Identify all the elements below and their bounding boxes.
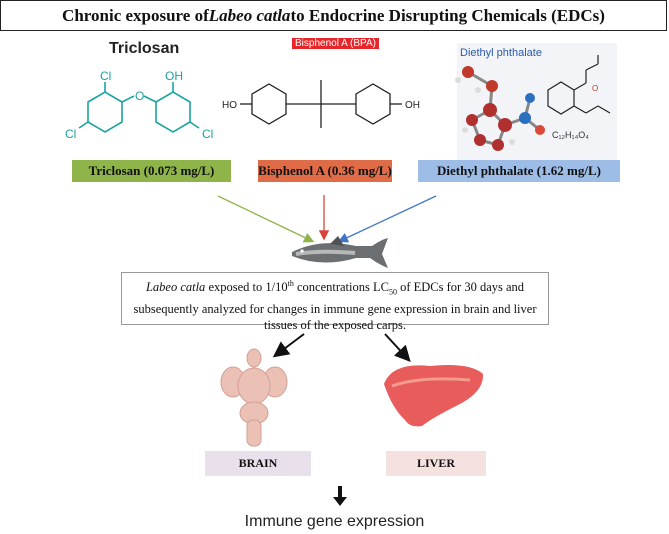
- arrow-to-expression: [333, 486, 347, 506]
- description-part2: concentrations LC: [293, 280, 389, 295]
- diethyl-phthalate-concentration-badge: Diethyl phthalate (1.62 mg/L): [418, 160, 620, 182]
- triclosan-atom-oh: OH: [165, 69, 183, 83]
- diethyl-phthalate-formula: C₁₂H₁₄O₄: [552, 130, 589, 140]
- triclosan-atom-cl-right: Cl: [202, 127, 213, 141]
- diethyl-phthalate-structure: [547, 55, 611, 115]
- triclosan-atom-cl-top: Cl: [100, 69, 111, 83]
- liver-label: LIVER: [386, 451, 486, 476]
- bpa-name: Bisphenol A (BPA): [292, 38, 379, 49]
- triclosan-concentration-badge: Triclosan (0.073 mg/L): [72, 160, 231, 182]
- diethyl-phthalate-atom-o: O: [592, 84, 598, 93]
- brain-illustration: [220, 348, 288, 447]
- diagram-title: Chronic exposure of Labeo catla to Endoc…: [0, 0, 667, 31]
- arrow-to-brain: [272, 333, 305, 358]
- description-part1: exposed to 1/10: [205, 280, 288, 295]
- description-sub: 50: [388, 287, 397, 297]
- description-sup: th: [287, 279, 294, 288]
- arrow-to-liver: [384, 333, 411, 362]
- immune-gene-expression-label: Immune gene expression: [244, 513, 425, 530]
- brain-label: BRAIN: [205, 451, 311, 476]
- triclosan-atom-o: O: [135, 89, 144, 103]
- experiment-description: Labeo catla exposed to 1/10th concentrat…: [121, 272, 549, 332]
- arrow-triclosan-to-fish: [217, 195, 315, 243]
- liver-illustration: [384, 365, 484, 427]
- description-species: Labeo catla: [145, 280, 206, 295]
- title-species: Labeo catla: [208, 5, 291, 25]
- title-prefix: Chronic exposure of: [62, 5, 209, 25]
- diethyl-phthalate-name: Diethyl phthalate: [460, 47, 542, 59]
- bpa-structure: [240, 80, 402, 128]
- triclosan-name: Triclosan: [109, 40, 180, 57]
- fish-illustration: [292, 236, 388, 268]
- arrow-dep-to-fish: [337, 195, 437, 243]
- bpa-atom-oh: OH: [405, 100, 420, 111]
- title-suffix: to Endocrine Disrupting Chemicals (EDCs): [290, 5, 605, 25]
- bpa-atom-ho: HO: [222, 100, 237, 111]
- triclosan-atom-cl-left: Cl: [65, 127, 76, 141]
- bpa-concentration-badge: Bisphenol A (0.36 mg/L): [258, 160, 392, 182]
- triclosan-structure: [78, 82, 200, 133]
- diethyl-phthalate-model: [455, 66, 545, 151]
- description-part3: of EDCs for 30 days and subsequently ana…: [133, 280, 537, 332]
